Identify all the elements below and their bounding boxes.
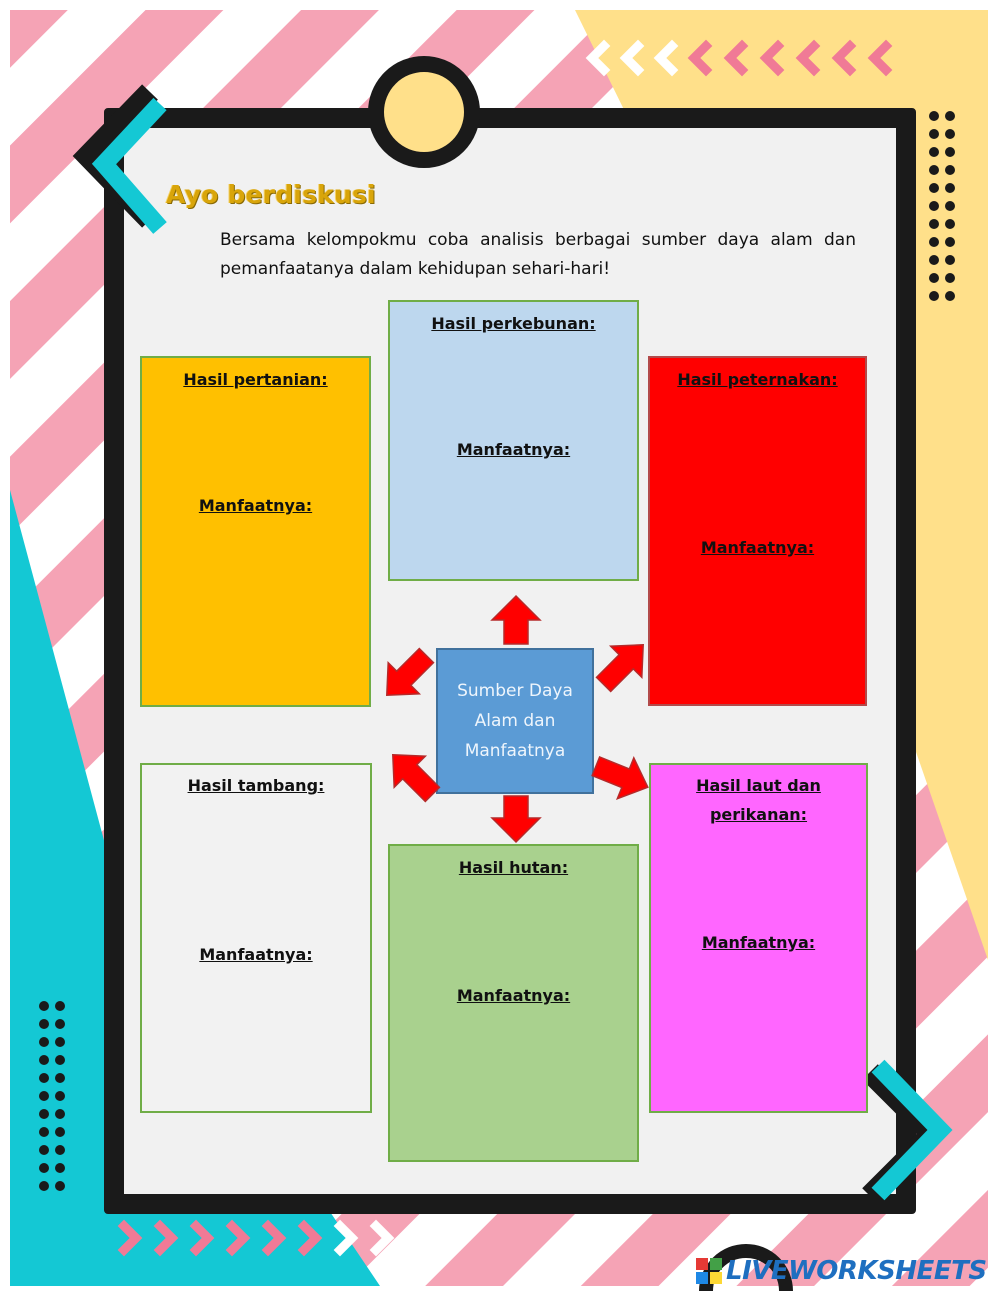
arrow-up-left-icon [386,647,435,696]
decor-dot [39,1073,49,1083]
decor-dot [55,1037,65,1047]
decor-dot [945,111,955,121]
decor-dot [55,1001,65,1011]
box-benefit-label: Manfaatnya: [700,538,815,557]
box-hasil-peternakan: Hasil peternakan: Manfaatnya: [648,356,867,706]
decor-dot [39,1019,49,1029]
decor-dot [929,111,939,121]
center-line-1: Sumber Daya [457,681,573,701]
instruction-text: Bersama kelompokmu coba analisis berbaga… [220,230,856,279]
decor-dot [945,129,955,139]
decor-dot [55,1127,65,1137]
box-heading-line2: perikanan: [709,805,808,824]
box-heading: Hasil tambang: [187,776,325,795]
decor-dot [39,1055,49,1065]
top-chevrons [585,39,893,77]
decor-dot [929,183,939,193]
bottom-chevrons [117,1219,395,1257]
decor-dot [945,255,955,265]
decor-dot [55,1091,65,1101]
decor-dot [945,219,955,229]
center-line-2: Alam dan [474,711,556,731]
watermark-text: LIVEWORKSHEETS [726,1256,987,1286]
decor-dot [945,147,955,157]
decor-dot [39,1145,49,1155]
decor-dot [39,1163,49,1173]
center-topic-box: Sumber Daya Alam dan Manfaatnya [436,648,594,794]
box-benefit-label: Manfaatnya: [701,933,816,952]
box-benefit-label: Manfaatnya: [456,440,571,459]
arrow-up-icon [490,594,542,645]
decor-dot [929,291,939,301]
decor-dot [945,183,955,193]
arrow-down-left-icon [392,754,441,803]
decor-dot [929,237,939,247]
decor-dot [945,165,955,175]
box-hasil-perkebunan: Hasil perkebunan: Manfaatnya: [388,300,639,581]
decor-dot [55,1073,65,1083]
arrow-up-right-icon [595,644,644,693]
decor-dot [55,1109,65,1119]
decor-dot [929,273,939,283]
decor-dot [39,1091,49,1101]
box-benefit-label: Manfaatnya: [198,496,313,515]
decor-dot [55,1163,65,1173]
decor-dot [945,201,955,211]
decor-dot [929,147,939,157]
box-hasil-pertanian: Hasil pertanian: Manfaatnya: [140,356,371,707]
box-hasil-laut: Hasil laut dan perikanan: Manfaatnya: [649,763,868,1113]
box-heading: Hasil perkebunan: [431,314,596,333]
box-heading: Hasil hutan: [458,858,569,877]
decor-dot [55,1055,65,1065]
arrow-down-icon [490,795,542,844]
box-benefit-label: Manfaatnya: [456,986,571,1005]
decor-dot [55,1145,65,1155]
center-line-3: Manfaatnya [464,741,566,761]
box-heading-line1: Hasil laut dan [696,776,821,795]
decor-dot [39,1001,49,1011]
decor-dot [945,273,955,283]
decor-dot [39,1037,49,1047]
box-heading: Hasil peternakan: [677,370,838,389]
decor-dot [929,255,939,265]
decor-dot [929,165,939,175]
decor-dot [945,291,955,301]
box-benefit-label: Manfaatnya: [199,945,313,964]
decor-dot [929,201,939,211]
box-hasil-tambang: Hasil tambang: Manfaatnya: [140,763,372,1113]
decor-dot [55,1019,65,1029]
liveworksheets-logo-icon [696,1258,722,1284]
arrow-down-right-icon [591,755,649,800]
decor-dot [945,237,955,247]
box-hasil-hutan: Hasil hutan: Manfaatnya: [388,844,639,1162]
decor-dot [39,1127,49,1137]
decor-dot [39,1109,49,1119]
decor-dot [929,129,939,139]
decor-dot [39,1181,49,1191]
decor-dot [929,219,939,229]
box-heading: Hasil pertanian: [183,370,328,389]
decor-dot [55,1181,65,1191]
liveworksheets-watermark[interactable]: LIVEWORKSHEETS [696,1254,987,1288]
worksheet-title: Ayo berdiskusi [166,180,376,209]
